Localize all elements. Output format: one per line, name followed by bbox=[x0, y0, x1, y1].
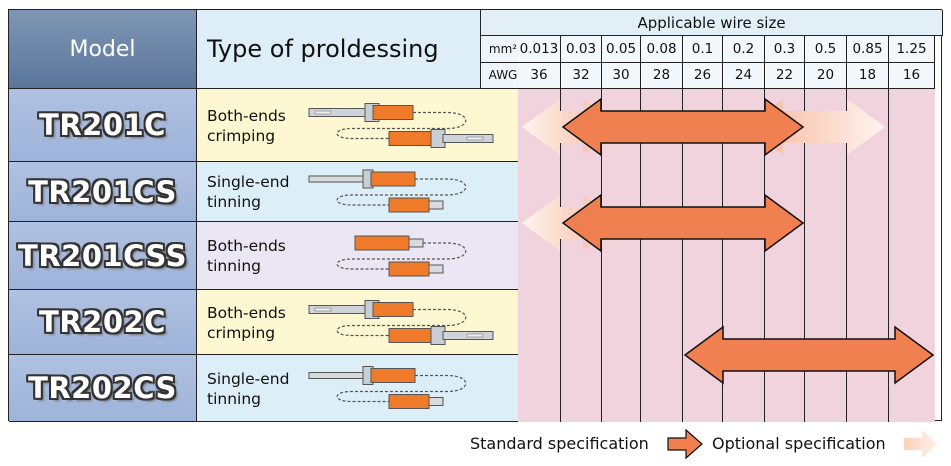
mm2-size-cell: 0.2 bbox=[723, 36, 765, 63]
awg-size-cell: 20 bbox=[805, 62, 847, 89]
processing-cell: Single-end tinning bbox=[197, 162, 526, 222]
mm2-size-cell: 0.85 bbox=[847, 36, 889, 63]
mm2-size-cell: 0.5 bbox=[805, 36, 847, 63]
processing-line: crimping bbox=[207, 323, 276, 342]
mm2-size-value: 0.1 bbox=[691, 40, 714, 57]
awg-size-cell: 32 bbox=[561, 62, 602, 89]
wire-size-table: Model Type of proldessing Applicable wir… bbox=[8, 9, 943, 422]
processing-line: tinning bbox=[207, 257, 262, 275]
awg-size-cell: 26 bbox=[683, 62, 723, 89]
legend-standard: Standard specification bbox=[470, 428, 649, 458]
awg-size-value: 36 bbox=[530, 67, 548, 84]
mm2-size-value: 0.03 bbox=[565, 40, 597, 57]
awg-size-value: 18 bbox=[858, 67, 877, 84]
legend-standard-arrow-icon bbox=[667, 428, 703, 460]
model-cell: TR201CS bbox=[9, 162, 197, 222]
processing-line: Single-end bbox=[207, 369, 290, 388]
mm2-size-value: 0.08 bbox=[646, 40, 677, 57]
wire-illustration bbox=[308, 103, 494, 148]
model-cell: TR201CSS bbox=[9, 222, 197, 290]
model-cell: TR201C bbox=[9, 89, 197, 162]
awg-size-cell: 22 bbox=[765, 62, 805, 89]
mm2-size-cell: 1.25 bbox=[889, 36, 935, 63]
mm2-size-cell: 0.05 bbox=[602, 36, 641, 63]
awg-size-value: 30 bbox=[612, 67, 630, 84]
header-model: Model bbox=[9, 10, 197, 89]
range-arrows bbox=[522, 97, 935, 385]
processing-line: crimping bbox=[207, 126, 276, 145]
wire-illustration bbox=[308, 300, 494, 345]
mm2-size-value: 0.013 bbox=[519, 40, 559, 57]
mm2-size-value: 1.25 bbox=[896, 40, 927, 57]
legend-optional-label: Optional specification bbox=[712, 433, 886, 453]
header-type-of-processing: Type of proldessing bbox=[197, 10, 481, 89]
awg-size-value: 20 bbox=[816, 67, 835, 84]
processing-text: Both-ends tinning bbox=[207, 236, 302, 276]
chart-column bbox=[602, 89, 641, 422]
awg-size-value: 26 bbox=[693, 67, 712, 84]
legend-optional-arrow-icon bbox=[904, 430, 938, 458]
mm2-size-cell: 0.08 bbox=[641, 36, 683, 63]
mm2-size-cell: 0.013 bbox=[518, 36, 561, 63]
processing-line: Both-ends bbox=[207, 237, 286, 255]
legend-optional: Optional specification bbox=[712, 428, 886, 458]
mm2-size-value: 0.3 bbox=[773, 40, 796, 57]
standard-range-arrow bbox=[683, 325, 935, 385]
header-model-label: Model bbox=[69, 36, 136, 62]
awg-size-cell: 24 bbox=[723, 62, 765, 89]
processing-line: Single-end bbox=[207, 173, 290, 191]
awg-size-cell: 30 bbox=[602, 62, 641, 89]
model-name: TR202CS bbox=[28, 371, 177, 405]
legend-standard-label: Standard specification bbox=[470, 433, 649, 453]
mm2-size-cell: 0.03 bbox=[561, 36, 602, 63]
model-name: TR201CSS bbox=[18, 238, 187, 273]
model-name: TR202C bbox=[39, 305, 166, 339]
standard-range-arrow bbox=[561, 97, 805, 157]
mm2-size-cell: 0.1 bbox=[683, 36, 723, 63]
header-applicable-wire-size: Applicable wire size bbox=[481, 10, 943, 36]
processing-line: tinning bbox=[207, 389, 262, 408]
header-type-label: Type of proldessing bbox=[207, 35, 439, 63]
awg-size-cell: 16 bbox=[889, 62, 935, 89]
processing-line: Both-ends bbox=[207, 303, 286, 322]
awg-size-value: 16 bbox=[902, 67, 921, 84]
mm2-size-value: 0.05 bbox=[605, 40, 637, 57]
model-cell: TR202CS bbox=[9, 355, 197, 422]
processing-line: tinning bbox=[207, 193, 262, 211]
awg-size-cell: 18 bbox=[847, 62, 889, 89]
awg-size-value: 28 bbox=[652, 67, 671, 84]
mm2-size-value: 0.2 bbox=[732, 40, 755, 57]
awg-size-cell: 28 bbox=[641, 62, 683, 89]
awg-size-value: 24 bbox=[734, 67, 753, 84]
model-name: TR201CS bbox=[28, 174, 177, 209]
mm2-size-value: 0.5 bbox=[814, 40, 837, 57]
processing-line: Both-ends bbox=[207, 106, 286, 125]
mm2-size-cell: 0.3 bbox=[765, 36, 805, 63]
mm2-unit-label: mm² bbox=[488, 41, 518, 56]
awg-unit-label: AWG bbox=[488, 68, 518, 83]
chart-column bbox=[641, 89, 683, 422]
awg-size-value: 22 bbox=[775, 67, 794, 84]
header-wire-size-label: Applicable wire size bbox=[637, 13, 786, 32]
awg-size-cell: 36 bbox=[518, 62, 561, 89]
awg-size-value: 32 bbox=[572, 67, 590, 84]
wire-illustration bbox=[336, 235, 467, 277]
standard-range-arrow bbox=[561, 193, 805, 253]
model-cell: TR202C bbox=[9, 290, 197, 355]
processing-text: Single-end tinning bbox=[207, 172, 302, 212]
processing-cell: Both-ends tinning bbox=[197, 222, 526, 290]
wire-illustration bbox=[308, 169, 467, 213]
mm2-size-value: 0.85 bbox=[852, 40, 883, 57]
model-name: TR201C bbox=[39, 108, 166, 142]
wire-illustration bbox=[308, 366, 467, 409]
